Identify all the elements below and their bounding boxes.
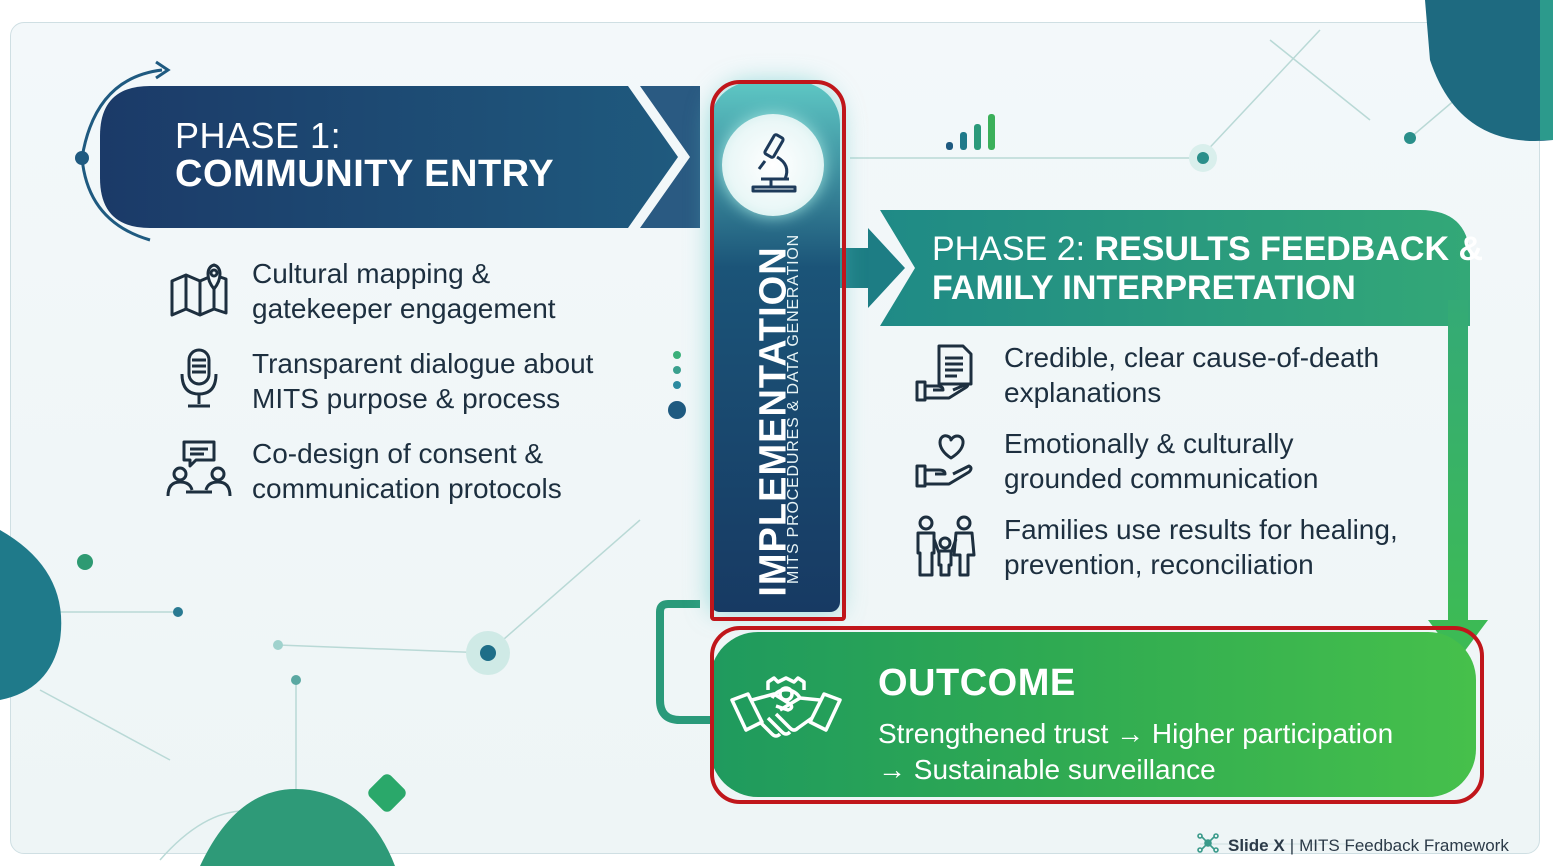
phase2-heading: RESULTS FEEDBACK & FAMILY INTERPRETATION <box>932 230 1484 307</box>
implementation-icon-circle <box>722 114 824 216</box>
slide-footer: Slide X | MITS Feedback Framework <box>1196 832 1509 859</box>
microphone-icon <box>166 346 232 412</box>
phase2-item: Credible, clear cause-of-death explanati… <box>912 340 1404 410</box>
phase1-item: Cultural mapping & gatekeeper engagement <box>166 256 592 326</box>
phase2-item-text: Emotionally & culturally grounded commun… <box>1004 428 1319 494</box>
document-hand-icon <box>912 340 978 406</box>
family-icon <box>912 512 978 578</box>
phase1-item-text: Cultural mapping & gatekeeper engagement <box>252 258 556 324</box>
outcome-text: Strengthened trust → Higher participatio… <box>878 718 1394 785</box>
footer-separator: | <box>1289 835 1295 855</box>
phase1-item: Co-design of consent & communication pro… <box>166 436 602 506</box>
phase1-label: PHASE 1: <box>175 115 342 156</box>
phase2-item-text: Credible, clear cause-of-death explanati… <box>1004 342 1380 408</box>
footer-slide-number: Slide X <box>1228 835 1285 855</box>
phase2-banner <box>880 210 1470 326</box>
phase1-item-text: Co-design of consent & communication pro… <box>252 438 562 504</box>
network-icon <box>1196 832 1220 859</box>
people-chat-icon <box>166 436 232 502</box>
signal-bars-icon <box>946 114 995 150</box>
handshake-gear-icon <box>728 660 844 765</box>
phase1-item-text: Transparent dialogue about MITS purpose … <box>252 348 594 414</box>
phase1-banner <box>100 86 678 228</box>
phase2-item: Emotionally & culturally grounded commun… <box>912 426 1364 496</box>
outcome-highlight-box <box>710 626 1484 804</box>
phase2-item: Families use results for healing, preven… <box>912 512 1414 582</box>
outcome-title: OUTCOME <box>878 662 1076 704</box>
outcome-panel <box>710 632 1476 797</box>
phase2-item-text: Families use results for healing, preven… <box>1004 514 1398 580</box>
phase1-heading: COMMUNITY ENTRY <box>175 152 555 195</box>
map-pin-icon <box>166 256 232 322</box>
phase1-title: PHASE 1: COMMUNITY ENTRY <box>175 117 554 195</box>
implementation-highlight-box <box>710 80 846 621</box>
phase2-label: PHASE 2: <box>932 230 1095 268</box>
footer-title: MITS Feedback Framework <box>1299 835 1509 855</box>
microscope-icon <box>743 131 803 200</box>
heart-hand-icon <box>912 426 978 492</box>
phase1-item: Transparent dialogue about MITS purpose … <box>166 346 632 416</box>
phase2-title: PHASE 2: RESULTS FEEDBACK & FAMILY INTER… <box>932 230 1553 308</box>
